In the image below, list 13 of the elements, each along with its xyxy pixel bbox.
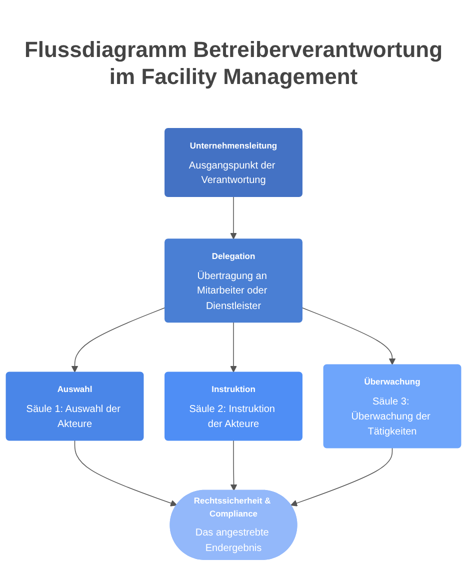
arrow	[74, 440, 178, 506]
node-box: Auswahl Säule 1: Auswahl der Akteure	[6, 372, 144, 441]
node-box: Instruktion Säule 2: Instruktion der Akteure	[164, 372, 302, 441]
diagram-title: Flussdiagramm Betreiberverantwortung im Facility Management	[23, 36, 444, 90]
arrow	[230, 322, 237, 372]
arrow	[290, 447, 393, 506]
arrow	[230, 440, 238, 491]
arrow	[302, 307, 396, 365]
node-box: Delegation Übertragung an Mitarbeiter oder Dienstleister	[164, 238, 302, 323]
arrow	[230, 196, 237, 240]
arrow	[71, 307, 166, 372]
node-box: Überwachung Säule 3: Überwachung der Tätigkeiten	[323, 364, 462, 448]
node-box: Unternehmensleitung Ausgangspunkt der Verantwortung	[164, 128, 302, 197]
